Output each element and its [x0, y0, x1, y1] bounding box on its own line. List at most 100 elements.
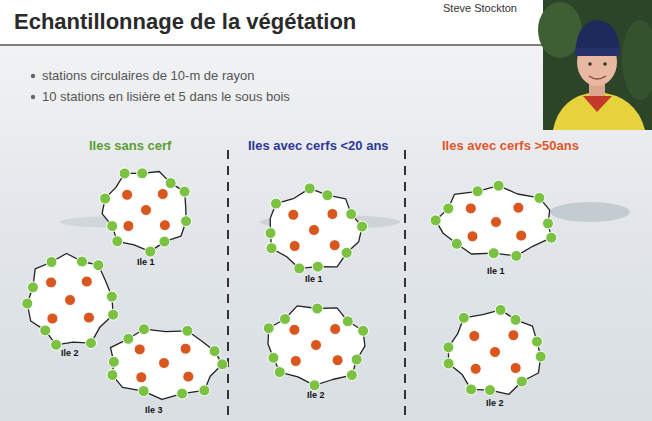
interior-station: [141, 205, 152, 216]
bullet-text: 10 stations en lisière et 5 dans le sous…: [42, 89, 290, 104]
interior-station: [470, 363, 481, 374]
edge-station: [346, 209, 357, 220]
interior-station: [508, 330, 519, 341]
edge-station: [451, 238, 462, 249]
island-outline: [102, 172, 186, 252]
column-header: Iles sans cerf: [89, 138, 171, 153]
edge-station: [472, 186, 483, 197]
island-label: Ile 1: [137, 257, 155, 267]
edge-station: [263, 323, 274, 334]
bullet: [31, 74, 35, 78]
edge-station: [138, 386, 149, 397]
edge-station: [265, 228, 276, 239]
edge-station: [516, 376, 527, 387]
interior-station: [83, 312, 94, 323]
interior-station: [490, 347, 501, 358]
island-outline: [111, 329, 223, 399]
interior-station: [81, 276, 92, 287]
column-separator: [404, 150, 406, 421]
interior-station: [289, 324, 300, 335]
edge-station: [280, 314, 291, 325]
interior-station: [159, 358, 170, 369]
interior-station: [288, 209, 299, 220]
author-name: Steve Stockton: [443, 2, 517, 14]
edge-station: [177, 388, 188, 399]
interior-station: [469, 331, 480, 342]
interior-station: [136, 372, 147, 383]
island-outline: [436, 186, 552, 256]
edge-station: [543, 218, 554, 229]
edge-station: [209, 346, 220, 357]
edge-station: [181, 216, 192, 227]
edge-station: [139, 324, 150, 335]
edge-station: [322, 190, 333, 201]
island-label: Ile 2: [61, 348, 79, 358]
interior-station: [465, 203, 476, 214]
edge-station: [22, 298, 33, 309]
edge-station: [351, 354, 362, 365]
edge-station: [510, 314, 521, 325]
edge-station: [342, 316, 353, 327]
interior-station: [289, 241, 300, 252]
interior-station: [491, 217, 502, 228]
column-header: Iles avec cerfs <20 ans: [248, 138, 389, 153]
edge-station: [137, 168, 148, 179]
island-label: Ile 2: [486, 398, 504, 408]
edge-station: [493, 180, 504, 191]
edge-station: [312, 303, 323, 314]
edge-station: [511, 250, 522, 261]
island-label: Ile 1: [487, 266, 505, 276]
edge-station: [532, 336, 543, 347]
interior-station: [290, 356, 301, 367]
edge-station: [199, 385, 210, 396]
edge-station: [86, 338, 97, 349]
edge-station: [485, 385, 496, 396]
column-header: Iles avec cerfs >50ans: [442, 138, 579, 153]
edge-station: [357, 221, 368, 232]
interior-station: [513, 202, 524, 213]
edge-station: [266, 243, 277, 254]
edge-station: [274, 367, 285, 378]
edge-station: [93, 260, 104, 271]
interior-station: [332, 355, 343, 366]
edge-station: [341, 247, 352, 258]
edge-station: [358, 325, 369, 336]
edge-station: [535, 351, 546, 362]
edge-station: [51, 339, 62, 350]
edge-station: [159, 236, 170, 247]
edge-station: [106, 291, 117, 302]
island-outline: [270, 188, 362, 268]
edge-station: [430, 215, 441, 226]
edge-station: [443, 342, 454, 353]
bullet: [31, 95, 35, 99]
island-outline: [268, 306, 365, 385]
edge-station: [304, 183, 315, 194]
edge-station: [495, 304, 506, 315]
interior-station: [329, 240, 340, 251]
edge-station: [179, 186, 190, 197]
edge-station: [466, 384, 477, 395]
edge-station: [312, 261, 323, 272]
title-rule: [0, 44, 543, 46]
edge-station: [46, 257, 57, 268]
interior-station: [159, 220, 170, 231]
interior-station: [122, 189, 133, 200]
island-label: Ile 1: [305, 274, 323, 284]
edge-station: [443, 358, 454, 369]
interior-station: [309, 225, 320, 236]
interior-station: [467, 231, 478, 242]
island-label: Ile 2: [307, 390, 325, 400]
edge-station: [40, 325, 51, 336]
interior-station: [330, 324, 341, 335]
interior-station: [327, 209, 338, 220]
interior-station: [134, 344, 145, 355]
mist-island: [550, 202, 630, 222]
interior-station: [183, 371, 194, 382]
interior-station: [516, 230, 527, 241]
interior-station: [123, 221, 134, 232]
edge-station: [217, 359, 228, 370]
interior-station: [65, 295, 76, 306]
interior-station: [46, 277, 57, 288]
edge-station: [546, 232, 557, 243]
